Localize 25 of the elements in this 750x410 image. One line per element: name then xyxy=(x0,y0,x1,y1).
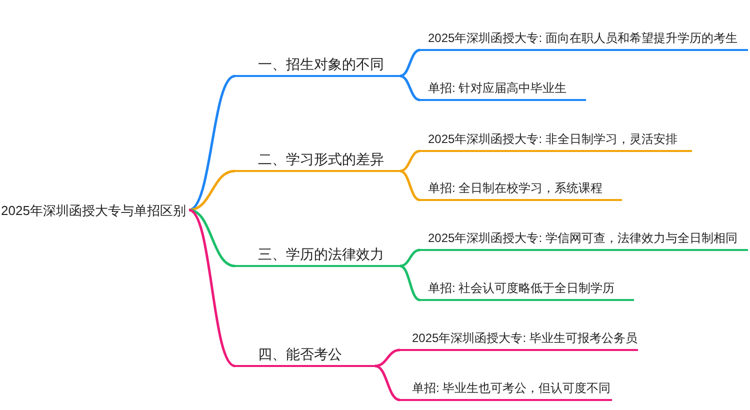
branch-line xyxy=(400,74,420,102)
topic-node: 单招: 毕业生也可考公，但认可度不同 xyxy=(400,377,612,401)
branch-line xyxy=(188,208,236,368)
topic-node: 一、招生对象的不同 xyxy=(235,53,400,77)
topic-node: 2025年深圳函授大专: 学信网可查，法律效力与全日制相同 xyxy=(420,227,748,251)
branch-line xyxy=(374,348,400,368)
branch-line xyxy=(400,264,420,302)
topic-node: 2025年深圳函授大专: 毕业生可报考公务员 xyxy=(400,327,638,351)
branch-line xyxy=(188,170,236,212)
branch-line xyxy=(400,150,420,172)
topic-node: 四、能否考公 xyxy=(235,343,375,367)
topic-node: 三、学历的法律效力 xyxy=(235,243,400,267)
root-topic: 2025年深圳函授大专与单招区别 xyxy=(1,198,189,222)
topic-node: 二、学习形式的差异 xyxy=(235,148,400,172)
topic-node: 2025年深圳函授大专: 面向在职人员和希望提升学历的考生 xyxy=(420,27,748,51)
topic-node: 单招: 社会认可度略低于全日制学历 xyxy=(420,277,634,301)
topic-node: 单招: 全日制在校学习，系统课程 xyxy=(420,177,622,201)
branch-line xyxy=(400,170,420,202)
branch-line xyxy=(400,48,420,78)
branch-line xyxy=(188,208,236,268)
topic-node: 单招: 针对应届高中毕业生 xyxy=(420,77,586,101)
branch-line xyxy=(374,364,400,402)
branch-line xyxy=(400,248,420,268)
topic-node: 2025年深圳函授大专: 非全日制学习，灵活安排 xyxy=(420,128,692,152)
branch-line xyxy=(188,74,236,212)
